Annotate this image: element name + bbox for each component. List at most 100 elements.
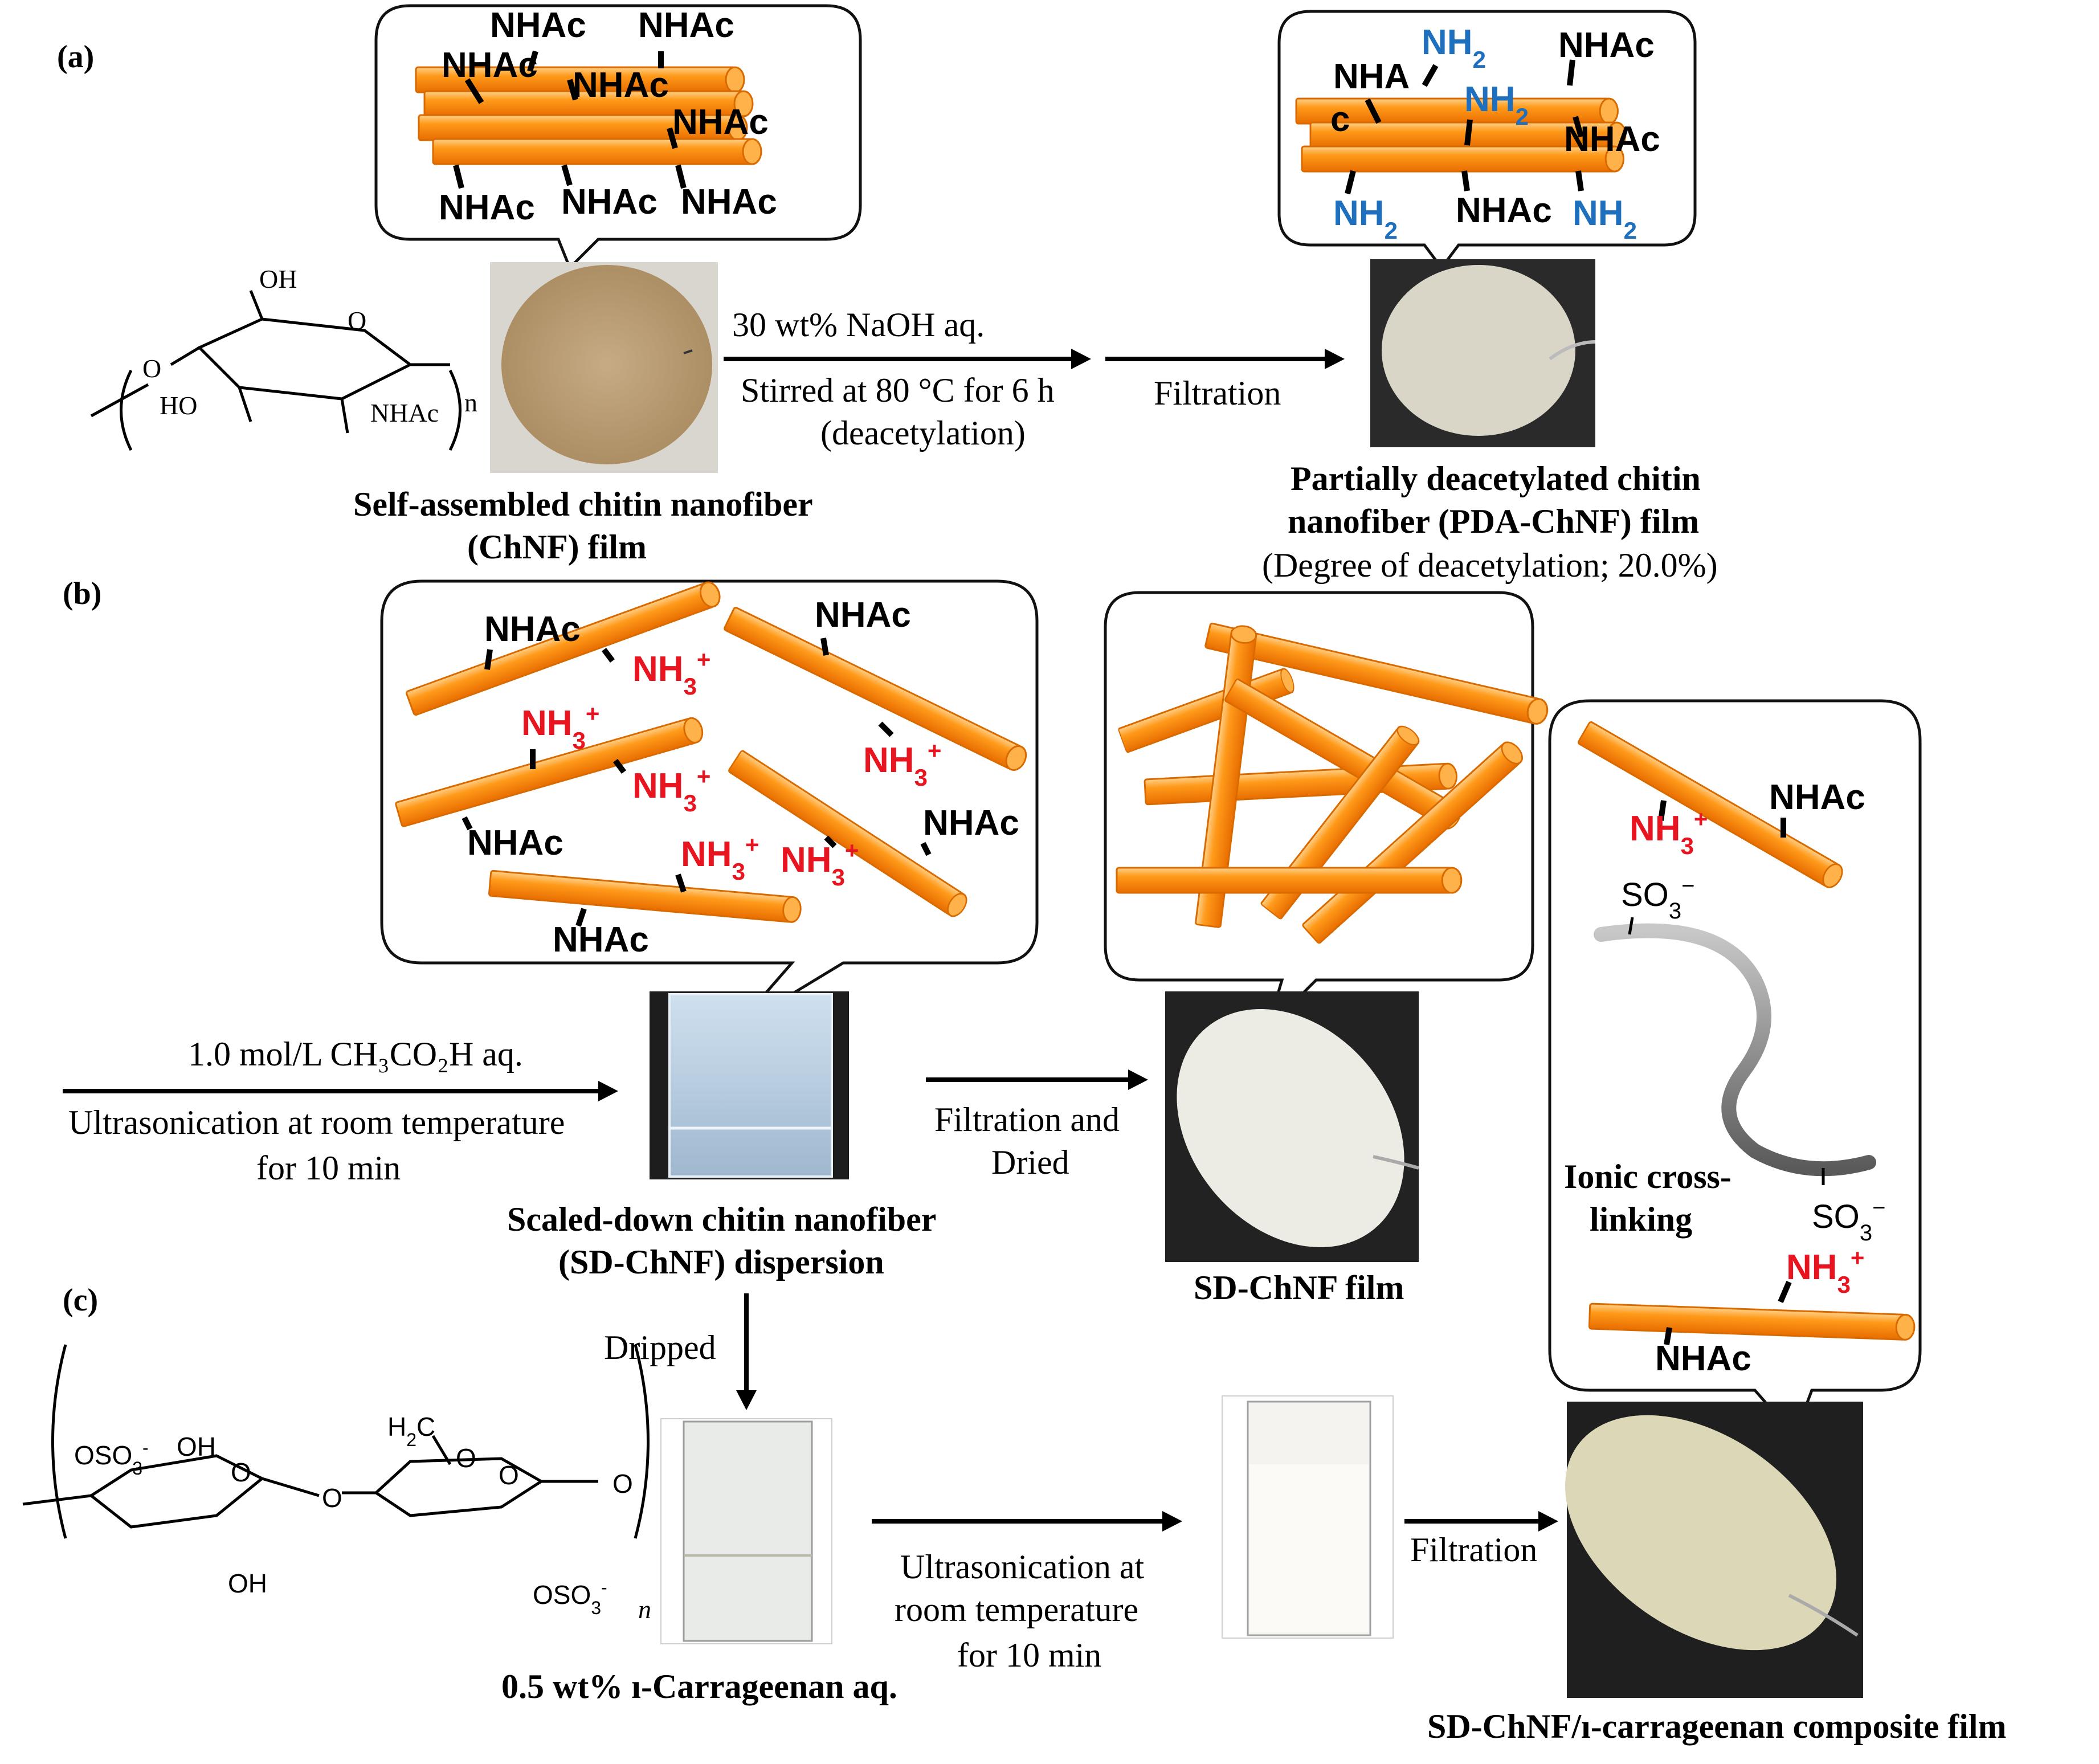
sd-chnf-dispersion-photo — [650, 991, 849, 1179]
svg-text:OSO3-: OSO3- — [74, 1438, 149, 1479]
svg-text:NHAc: NHAc — [815, 595, 911, 635]
sd-chnf-film-photo — [1165, 991, 1419, 1262]
carrageenan-structure: OSO3- OH O OH O H2C O O O OSO3- n — [22, 1344, 651, 1624]
svg-text:NHAc: NHAc — [1655, 1339, 1751, 1378]
filtration-arrow-a — [1105, 349, 1345, 369]
svg-text:O: O — [231, 1457, 251, 1487]
panel-label-c: (c) — [63, 1283, 98, 1318]
svg-text:NHAc: NHAc — [1558, 26, 1655, 65]
svg-text:O: O — [348, 306, 366, 335]
svg-text:NH3+: NH3+ — [632, 646, 710, 700]
svg-text:O: O — [612, 1469, 633, 1498]
svg-text:NH2: NH2 — [1464, 80, 1529, 130]
chnf-film-caption-1: Self-assembled chitin nanofiber — [353, 485, 813, 523]
svg-text:NHAc: NHAc — [1769, 778, 1865, 817]
svg-text:NHA: NHA — [1333, 57, 1410, 96]
sd-chnf-dispersion-caption-1: Scaled-down chitin nanofiber — [507, 1200, 936, 1238]
svg-text:SO3−: SO3− — [1621, 873, 1694, 924]
svg-text:NHAc: NHAc — [467, 823, 563, 863]
chitin-structure: O OH O HO NHAc n — [90, 264, 477, 451]
ultrasonication-c-2: room temperature — [895, 1591, 1138, 1628]
svg-text:O: O — [142, 354, 161, 383]
svg-text:linking: linking — [1590, 1200, 1692, 1238]
filtration-dried-label-1: Filtration and — [934, 1101, 1120, 1138]
svg-text:NHAc: NHAc — [1456, 191, 1552, 230]
acetic-acid-arrow — [63, 1081, 618, 1101]
pda-chnf-bundle-bubble: NH2 NHAc NHA c NH2 NHAc NH2 NHAc NH2 — [1277, 10, 1697, 271]
ultrasonication-arrow-c — [872, 1511, 1182, 1532]
svg-text:NH3+: NH3+ — [521, 700, 599, 754]
dispersion-bubble: NHAc NH3+ NHAc NH3+ NH3+ NH3+ NHAc NH3+ … — [380, 578, 1039, 1030]
naoh-condition: 30 wt% NaOH aq. — [732, 306, 985, 344]
svg-text:OH: OH — [259, 264, 297, 293]
svg-text:NHAc: NHAc — [553, 920, 649, 959]
sd-chnf-network-bubble — [1104, 591, 1551, 1030]
ultrasonication-c-1: Ultrasonication at — [900, 1548, 1145, 1586]
svg-text:OSO3-: OSO3- — [533, 1577, 607, 1618]
svg-text:NH3+: NH3+ — [681, 831, 759, 885]
panel-label-b: (b) — [63, 576, 101, 611]
composite-film-caption: SD-ChNF/ı-carrageenan composite film — [1427, 1708, 2006, 1745]
svg-text:O: O — [322, 1483, 342, 1513]
panel-label-a: (a) — [57, 39, 94, 75]
svg-text:NHAc: NHAc — [681, 182, 777, 222]
svg-text:NHAc: NHAc — [638, 6, 734, 45]
deacetylation-label: (deacetylation) — [820, 414, 1026, 452]
svg-text:n: n — [638, 1595, 651, 1624]
ultrasonication-c-3: for 10 min — [957, 1636, 1101, 1674]
dripped-label: Dripped — [604, 1329, 716, 1366]
svg-text:NH2: NH2 — [1573, 194, 1637, 244]
svg-text:NHAc: NHAc — [573, 66, 669, 105]
sd-chnf-dispersion-caption-2: (SD-ChNF) dispersion — [558, 1243, 884, 1281]
chnf-film-photo — [490, 262, 718, 473]
svg-text:NHAc: NHAc — [442, 46, 538, 85]
pda-caption-2: nanofiber (PDA-ChNF) film — [1288, 503, 1699, 540]
chnf-bundle-bubble: NHAc NHAc NHAc NHAc NHAc NHAc NHAc NHAc — [374, 4, 862, 271]
svg-text:NH3+: NH3+ — [632, 763, 710, 816]
svg-text:n: n — [464, 388, 477, 417]
deacetylation-arrow — [724, 349, 1091, 369]
svg-text:NH3+: NH3+ — [1630, 806, 1708, 859]
svg-text:NH2: NH2 — [1422, 23, 1486, 73]
sd-chnf-film-caption: SD-ChNF film — [1194, 1269, 1404, 1306]
svg-text:OH: OH — [228, 1569, 267, 1598]
svg-text:OH: OH — [177, 1432, 216, 1461]
chnf-film-caption-2: (ChNF) film — [467, 528, 647, 566]
stir-condition: Stirred at 80 °C for 6 h — [741, 371, 1055, 409]
ultrasonication-condition-b1: Ultrasonication at room temperature — [68, 1104, 565, 1141]
ionic-crosslinking-bubble: NH3+ NHAc SO3− SO3− Ionic cross- linking… — [1548, 699, 1922, 1439]
filtration-label-a: Filtration — [1154, 374, 1281, 412]
mixture-photo — [1222, 1395, 1394, 1639]
svg-text:NHAc: NHAc — [672, 103, 769, 142]
svg-text:NHAc: NHAc — [484, 610, 581, 649]
svg-text:O: O — [499, 1460, 519, 1490]
svg-text:NHAc: NHAc — [370, 398, 439, 427]
svg-text:NHAc: NHAc — [923, 803, 1019, 843]
svg-text:H2C: H2C — [387, 1412, 435, 1450]
filtration-dried-arrow — [926, 1069, 1148, 1090]
dripped-arrow — [736, 1293, 757, 1410]
pda-caption-3: (Degree of deacetylation; 20.0%) — [1262, 546, 1718, 584]
carrageenan-solution-photo — [660, 1418, 832, 1644]
svg-text:NH3+: NH3+ — [781, 837, 859, 891]
svg-text:NH3+: NH3+ — [1786, 1244, 1864, 1298]
filtration-dried-label-2: Dried — [991, 1144, 1069, 1181]
svg-text:HO: HO — [160, 391, 197, 420]
svg-text:NHAc: NHAc — [490, 6, 586, 45]
svg-text:NH3+: NH3+ — [863, 737, 941, 791]
acetic-acid-condition: 1.0 mol/L CH₃CO₂H aq. — [188, 1035, 523, 1073]
svg-text:NHAc: NHAc — [439, 188, 535, 227]
svg-text:SO3−: SO3− — [1812, 1195, 1885, 1246]
pda-caption-1: Partially deacetylated chitin — [1291, 460, 1701, 497]
svg-text:c: c — [1330, 100, 1350, 139]
carrageenan-caption: 0.5 wt% ı-Carrageenan aq. — [501, 1668, 897, 1705]
pda-chnf-film-photo — [1370, 259, 1596, 447]
ultrasonication-condition-b2: for 10 min — [256, 1149, 401, 1187]
filtration-label-c: Filtration — [1410, 1531, 1537, 1569]
filtration-arrow-c — [1404, 1511, 1558, 1532]
svg-text:NHAc: NHAc — [1564, 120, 1660, 159]
svg-text:O: O — [456, 1443, 476, 1473]
composite-film-photo — [1565, 1402, 1863, 1698]
svg-text:NH2: NH2 — [1333, 194, 1398, 244]
